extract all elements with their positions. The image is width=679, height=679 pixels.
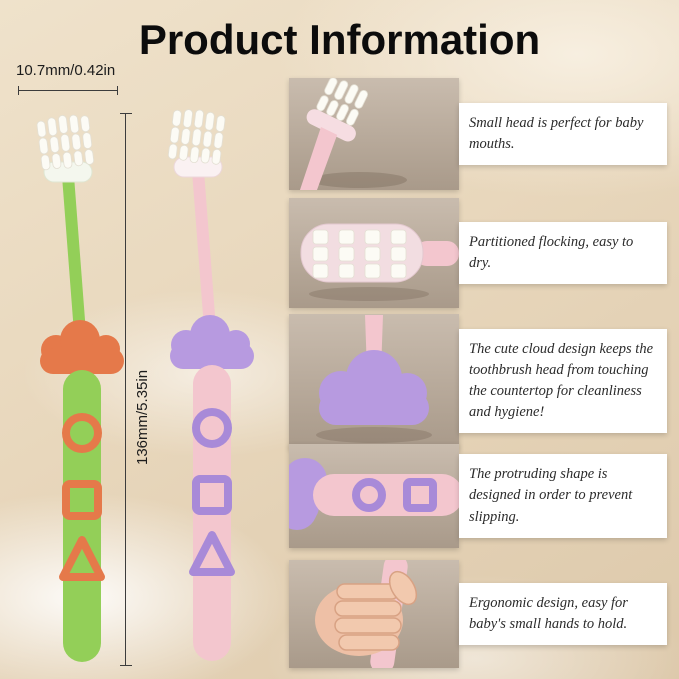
handle-shapes-illustration	[289, 458, 459, 530]
hand-holding-illustration	[315, 560, 418, 668]
feature-row-partitioned-flocking: Partitioned flocking, easy to dry.	[289, 198, 667, 308]
pink-toothbrush-illustration	[158, 109, 268, 661]
feature-row-ergonomic-design: Ergonomic design, easy for baby's small …	[289, 560, 667, 668]
length-dimension-line	[120, 113, 132, 666]
feature-row-cloud-design: The cute cloud design keeps the toothbru…	[289, 314, 667, 448]
feature-text-protruding-shape: The protruding shape is designed in orde…	[459, 454, 667, 538]
head-width-dimension-label: 10.7mm/0.42in	[16, 62, 116, 79]
photo-partitioned-flocking	[289, 198, 459, 308]
photo-cloud-design	[289, 314, 459, 448]
pink-handle-shapes	[189, 408, 235, 576]
photo-small-head	[289, 78, 459, 190]
feature-text-partitioned-flocking: Partitioned flocking, easy to dry.	[459, 221, 667, 285]
feature-text-cloud-design: The cute cloud design keeps the toothbru…	[459, 328, 667, 434]
orange-cloud-guard	[40, 320, 124, 374]
cloud-closeup-illustration	[316, 315, 432, 443]
feature-row-protruding-shape: The protruding shape is designed in orde…	[289, 444, 667, 548]
green-handle-shapes	[59, 413, 105, 581]
green-brush-bristles	[36, 114, 95, 171]
pink-brush-neck	[192, 171, 216, 328]
photo-protruding-shape	[289, 444, 459, 548]
purple-cloud-guard	[170, 315, 254, 369]
toothbrush-head-illustration	[299, 78, 407, 190]
feature-text-small-head: Small head is perfect for baby mouths.	[459, 102, 667, 166]
feature-text-ergonomic-design: Ergonomic design, easy for baby's small …	[459, 582, 667, 646]
green-toothbrush-illustration	[28, 114, 138, 665]
pink-brush-bristles	[167, 109, 226, 165]
flocking-closeup-illustration	[300, 223, 459, 301]
green-brush-neck	[62, 176, 86, 333]
page-title: Product Information	[138, 16, 541, 63]
feature-row-small-head: Small head is perfect for baby mouths.	[289, 78, 667, 190]
head-width-dimension-line	[18, 86, 118, 95]
photo-hand-holding	[289, 560, 459, 668]
